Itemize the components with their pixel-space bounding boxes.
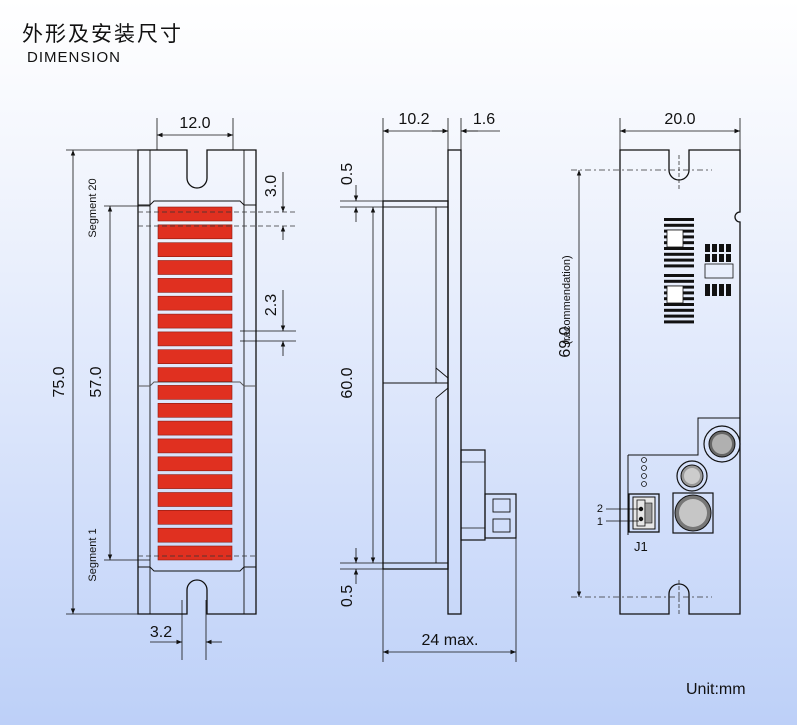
ic-chip bbox=[666, 285, 684, 304]
ic-pin bbox=[705, 244, 710, 252]
front-outline bbox=[137, 149, 257, 615]
led-segment bbox=[157, 367, 233, 382]
ic-pin bbox=[664, 218, 694, 221]
ic-pin bbox=[712, 254, 717, 262]
led-segment bbox=[157, 527, 233, 543]
ic-pin bbox=[664, 303, 694, 306]
ic-chips bbox=[664, 218, 734, 324]
led-segment bbox=[157, 242, 233, 257]
pcb-thickness-label: 1.6 bbox=[473, 111, 495, 128]
led-segments bbox=[157, 206, 233, 561]
led-segment bbox=[157, 509, 233, 525]
ic-pin bbox=[712, 244, 717, 252]
back-view: 20.0 69.0 (recommendation) bbox=[557, 111, 741, 615]
side-height-label: 60.0 bbox=[339, 367, 356, 398]
ic-pin bbox=[712, 284, 717, 296]
led-segment bbox=[157, 295, 233, 311]
ic-pin bbox=[726, 254, 731, 262]
segment-pitch-label: 3.0 bbox=[263, 175, 280, 197]
back-outline bbox=[619, 149, 741, 615]
ic-pin bbox=[664, 274, 694, 277]
hole-distance-note: (recommendation) bbox=[561, 255, 573, 344]
unit-label: Unit:mm bbox=[686, 681, 746, 698]
segment-gap-label: 2.3 bbox=[263, 294, 280, 316]
led-segment bbox=[157, 349, 233, 365]
total-depth-label: 24 max. bbox=[422, 632, 479, 649]
ic-pin bbox=[664, 308, 694, 312]
ic-pin bbox=[664, 252, 694, 256]
led-segment bbox=[157, 402, 233, 418]
ic-pin bbox=[705, 254, 710, 262]
front-segment-height-label: 57.0 bbox=[88, 366, 105, 397]
ic-pin bbox=[664, 223, 694, 227]
ic-pin bbox=[719, 254, 724, 262]
led-segment bbox=[157, 438, 233, 454]
hole-offset-label: 3.2 bbox=[150, 624, 172, 641]
pin2-label: 2 bbox=[597, 503, 603, 515]
pin1-label: 1 bbox=[597, 516, 603, 528]
page-title-english: DIMENSION bbox=[27, 49, 122, 66]
ic-pin bbox=[726, 244, 731, 252]
ic-pin bbox=[664, 320, 694, 324]
led-segment bbox=[157, 456, 233, 472]
offset-top-label: 0.5 bbox=[339, 163, 356, 185]
led-segment bbox=[157, 545, 233, 561]
led-segment bbox=[157, 278, 233, 293]
ic-pin bbox=[664, 247, 694, 250]
ic-chip bbox=[704, 263, 734, 279]
side-view: 10.2 1.6 0.5 60.0 0.5 24 max. bbox=[339, 111, 517, 662]
ic-pin bbox=[664, 258, 694, 262]
ic-pin bbox=[664, 264, 694, 268]
led-segment bbox=[157, 331, 233, 347]
led-segment bbox=[157, 420, 233, 436]
front-width-label: 12.0 bbox=[179, 115, 210, 132]
ic-pin bbox=[719, 244, 724, 252]
ic-pin bbox=[664, 279, 694, 283]
ic-pin bbox=[705, 284, 710, 296]
page-title-chinese: 外形及安装尺寸 bbox=[22, 22, 183, 46]
side-depth-label: 10.2 bbox=[398, 111, 429, 128]
segment-top-label: Segment 20 bbox=[87, 178, 99, 237]
hole-distance-label: 69.0 bbox=[557, 326, 574, 357]
led-segment bbox=[157, 474, 233, 489]
led-segment bbox=[157, 224, 233, 240]
led-segment bbox=[157, 492, 233, 507]
ic-pin bbox=[719, 284, 724, 296]
ic-chip bbox=[666, 229, 684, 248]
segment-bottom-label: Segment 1 bbox=[87, 528, 99, 581]
front-total-height-label: 75.0 bbox=[51, 366, 68, 397]
led-segment bbox=[157, 260, 233, 275]
front-view: 12.0 75.0 57.0 Segment 20 Segment 1 3.0 … bbox=[51, 115, 296, 660]
connector-label: J1 bbox=[634, 539, 648, 554]
ic-pin bbox=[726, 284, 731, 296]
led-segment bbox=[157, 206, 233, 222]
offset-bottom-label: 0.5 bbox=[339, 585, 356, 607]
ic-pin bbox=[664, 314, 694, 318]
led-segment bbox=[157, 313, 233, 329]
back-width-label: 20.0 bbox=[664, 111, 695, 128]
led-segment bbox=[157, 385, 233, 400]
